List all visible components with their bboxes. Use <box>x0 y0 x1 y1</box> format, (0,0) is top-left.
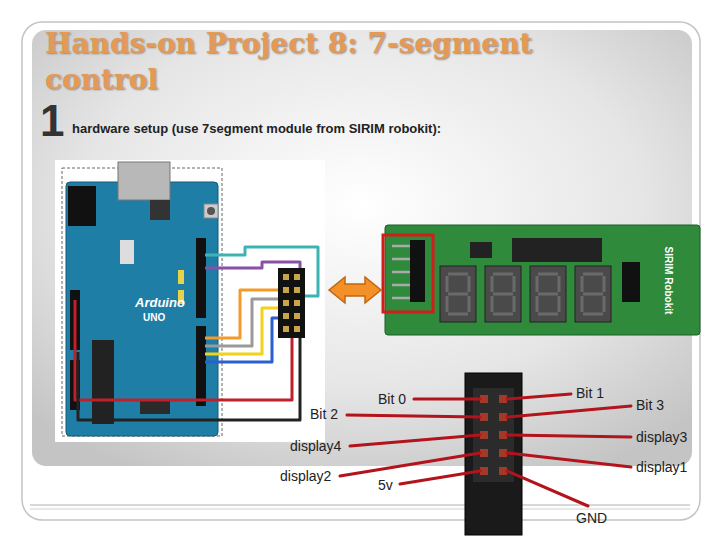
jumper-wires <box>205 299 282 346</box>
ribbon-header <box>294 274 300 280</box>
arduino-board-picture <box>68 186 96 226</box>
jumper-wires <box>78 338 300 420</box>
jumper-wires <box>75 247 318 420</box>
seven-segment-module-picture <box>383 225 700 335</box>
arduino-board-picture <box>92 340 114 424</box>
pin-label: display2 <box>280 468 331 484</box>
pin-leader-lines <box>340 453 480 476</box>
node-text: SIRIM Robokit <box>664 246 675 314</box>
slide-frame <box>30 509 690 510</box>
arduino-board-picture <box>120 240 134 264</box>
seven-segment-module-picture <box>440 266 476 322</box>
arduino-board-picture <box>150 200 170 220</box>
arduino-board-picture <box>62 168 222 436</box>
arduino-board-picture <box>196 238 206 318</box>
pin-leader-lines <box>400 471 480 484</box>
pin-label: Bit 2 <box>310 406 338 422</box>
pin-label: Bit 1 <box>576 385 604 401</box>
seven-segment-module-picture <box>485 266 521 322</box>
step-number: 1 <box>40 96 64 146</box>
pin-leader-lines <box>507 394 571 399</box>
ribbon-header <box>294 313 300 319</box>
seven-segment-module-picture <box>392 284 410 287</box>
seven-segment-module-picture <box>582 274 604 314</box>
seven-segment-module-picture <box>537 274 559 314</box>
pin-label: Bit 0 <box>378 391 406 407</box>
pin-label: 5v <box>378 477 393 493</box>
seven-segment-module-picture <box>492 274 514 314</box>
seven-segment-module-picture <box>410 240 425 302</box>
ribbon-header <box>278 268 305 338</box>
seven-segment-module: SIRIM Robokit <box>385 225 700 335</box>
seven-segment-module-picture <box>530 266 566 322</box>
ribbon-header <box>283 300 289 306</box>
pin-label: display3 <box>636 429 687 445</box>
pin-leader-lines <box>347 415 480 417</box>
ribbon-header <box>294 326 300 332</box>
pin-leader-lines <box>507 453 631 467</box>
arduino-board: ArduinoUNO <box>55 160 325 442</box>
ribbon-header <box>283 274 289 280</box>
pin-label: display1 <box>636 459 687 475</box>
arduino-board-picture <box>140 400 170 414</box>
ribbon-header <box>294 300 300 306</box>
jumper-wires <box>75 300 292 400</box>
seven-segment-module-picture <box>392 245 410 248</box>
seven-segment-module-picture <box>447 274 469 314</box>
jumper-wires <box>205 290 282 338</box>
seven-segment-module-picture <box>392 246 410 298</box>
ribbon-header <box>283 326 289 332</box>
seven-segment-module-picture <box>392 297 410 300</box>
pin-leader-lines <box>340 394 631 506</box>
seven-segment-module-picture <box>392 271 410 274</box>
pin-leader-lines <box>507 471 588 506</box>
pin-label: display4 <box>290 438 341 454</box>
seven-segment-module-picture <box>447 274 604 314</box>
seven-segment-module-picture <box>383 235 433 312</box>
double-arrow <box>329 277 381 303</box>
pin-leader-lines <box>507 435 631 437</box>
arduino-board-picture <box>178 270 184 284</box>
seven-segment-module-picture <box>622 262 640 302</box>
ribbon-header <box>278 268 305 338</box>
ribbon-header <box>294 287 300 293</box>
jumper-wires <box>205 318 282 362</box>
ribbon-header <box>283 313 289 319</box>
slide-frame <box>30 505 690 506</box>
seven-segment-module-picture <box>512 238 602 262</box>
pin-leader-lines <box>350 435 480 446</box>
arduino-board-picture <box>196 326 206 406</box>
jumper-wires <box>205 308 282 354</box>
pin-leader-lines <box>507 406 631 417</box>
ribbon-header <box>283 287 289 293</box>
pin-leader-lines <box>414 398 480 401</box>
arduino-board-picture <box>118 162 170 200</box>
pin-label: GND <box>576 510 607 526</box>
seven-segment-module-picture <box>470 242 492 258</box>
node-text: Arduino <box>135 295 185 310</box>
arduino-board-picture <box>207 207 215 215</box>
slide-title: Hands-on Project 8: 7-segment control <box>45 26 645 98</box>
arduino-board-picture <box>204 204 218 218</box>
arduino-board-picture <box>55 160 325 442</box>
seven-segment-module-picture <box>575 266 611 322</box>
step-caption: hardware setup (use 7segment module from… <box>72 121 441 136</box>
arduino-board-picture <box>55 160 325 442</box>
seven-segment-module-picture <box>392 258 410 261</box>
arduino-board-picture <box>66 182 218 436</box>
slide-frame <box>22 22 700 520</box>
pin-label: Bit 3 <box>636 397 664 413</box>
slide-frame <box>22 22 700 520</box>
node-text: UNO <box>143 312 165 323</box>
